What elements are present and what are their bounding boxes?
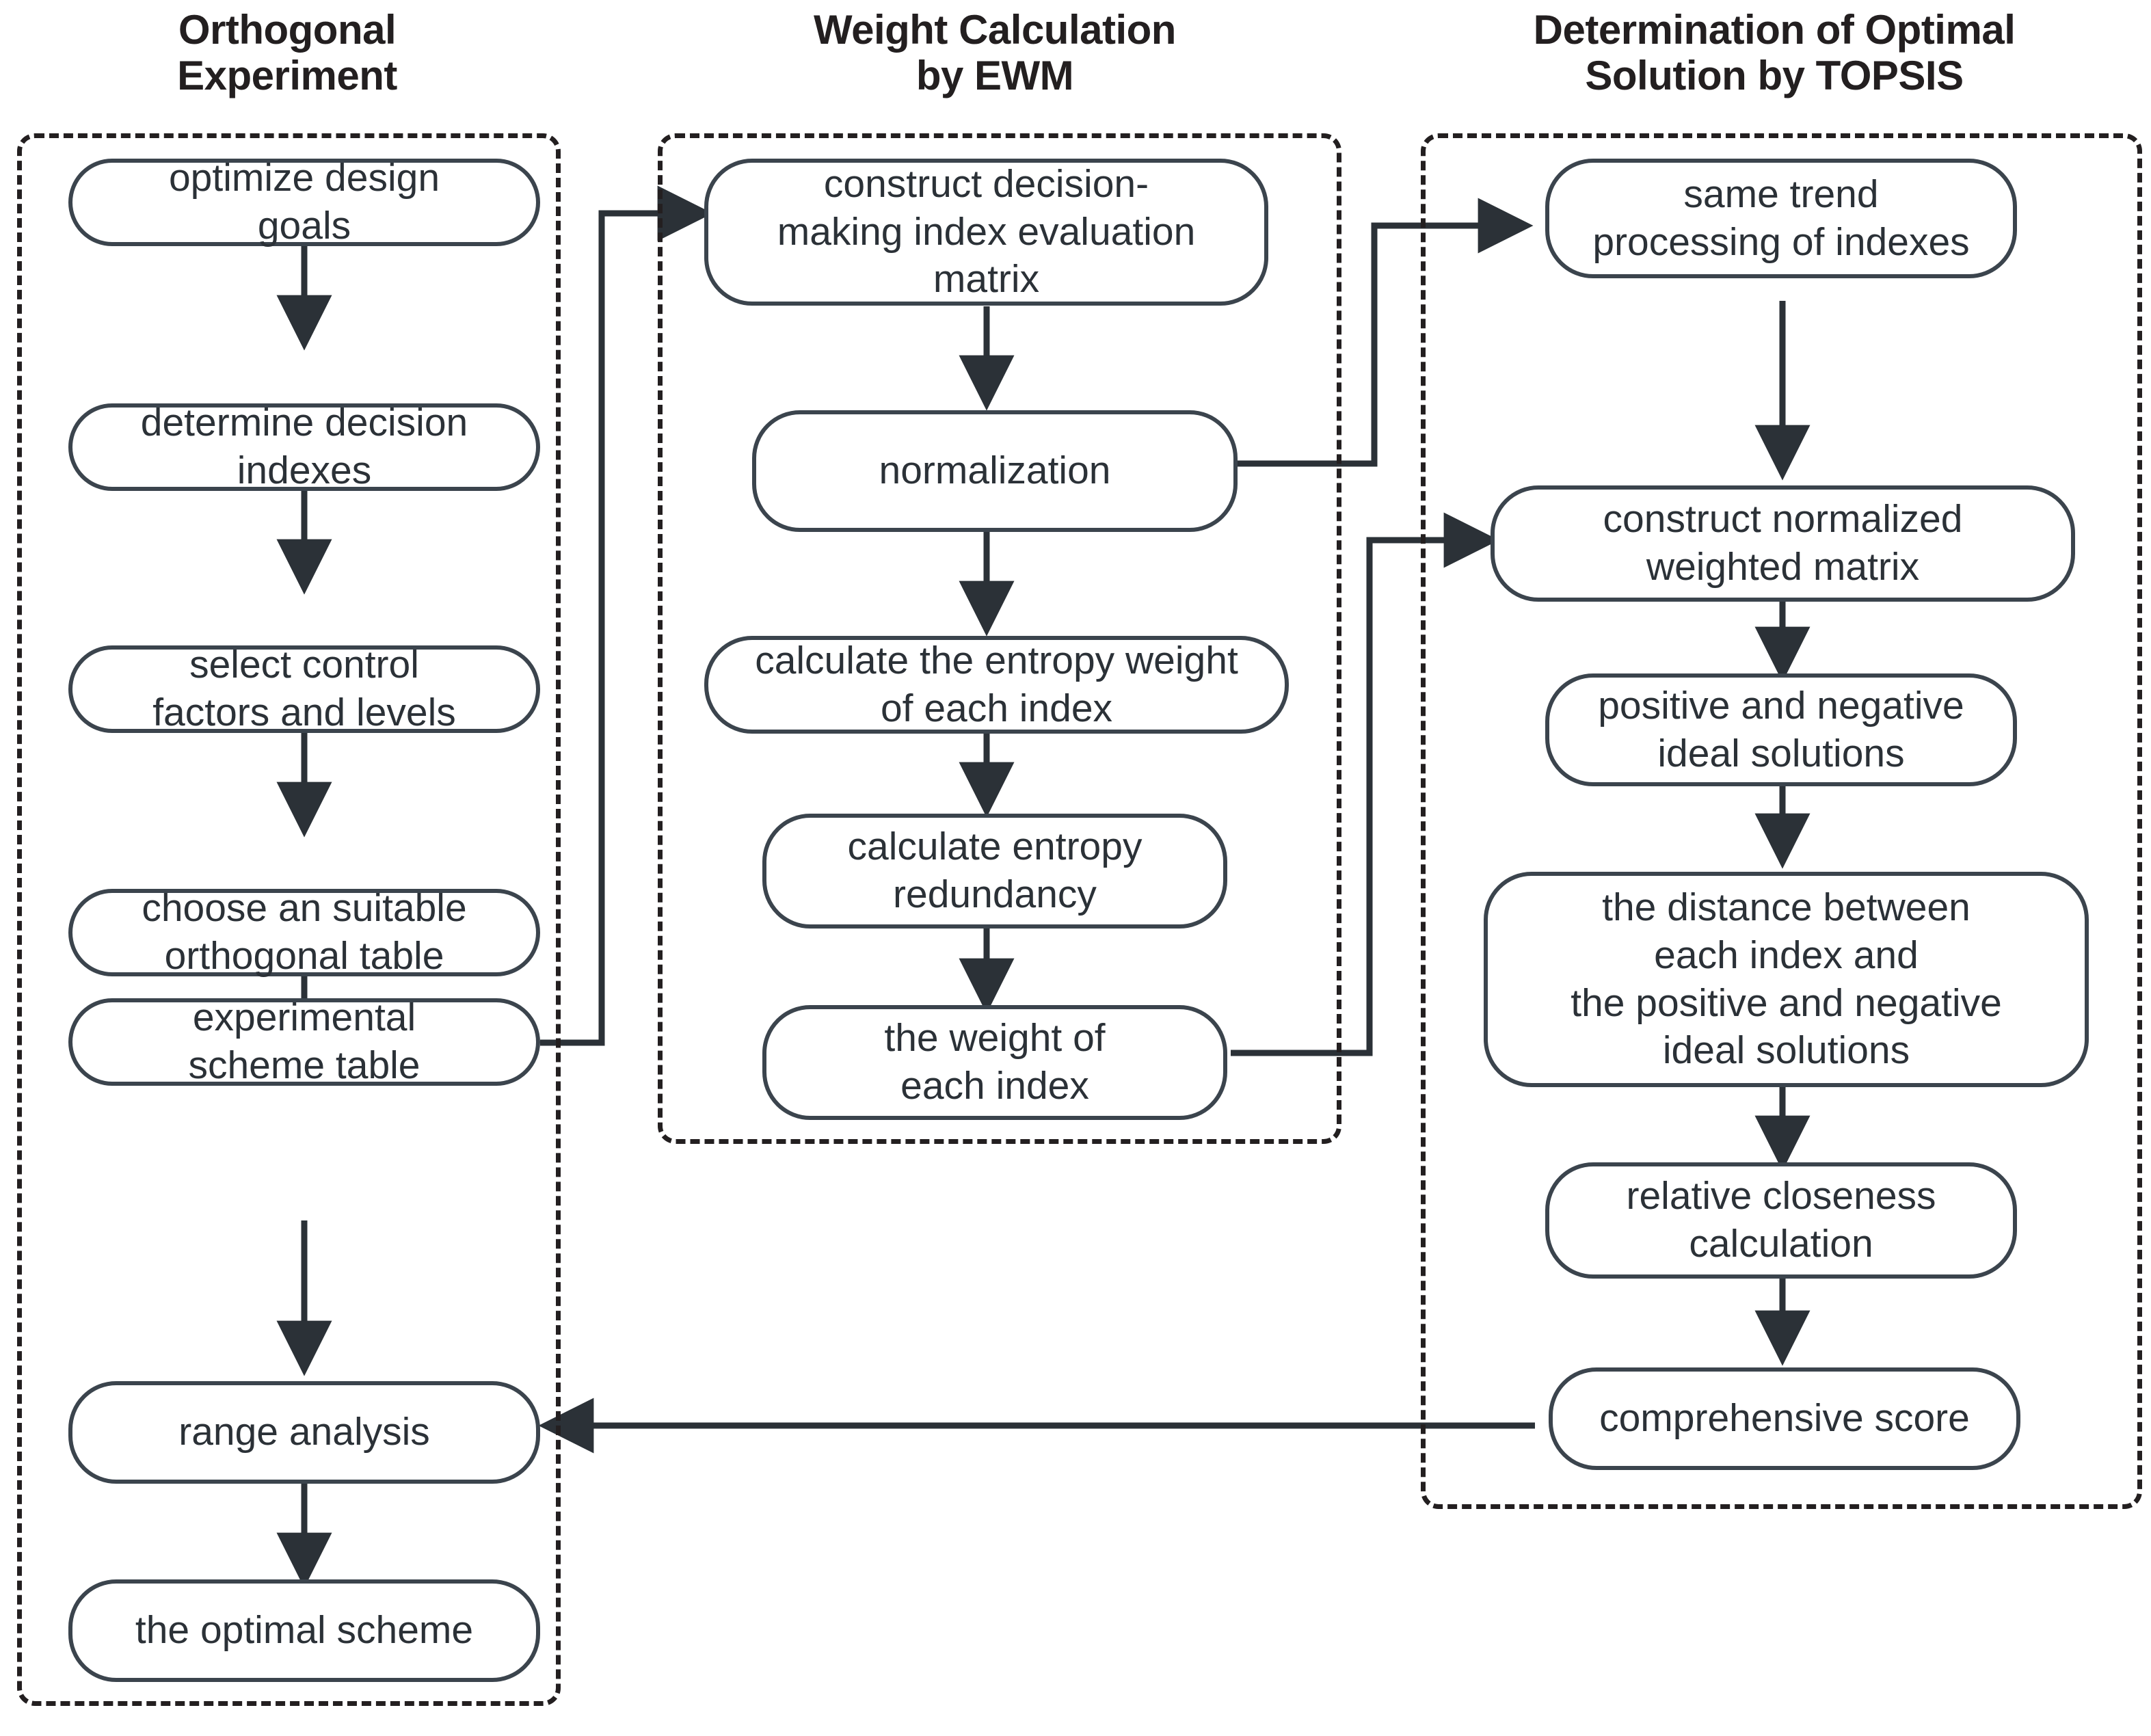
node-ideal-solutions[interactable]: positive and negative ideal solutions — [1545, 673, 2017, 786]
connector-normalization-to-sametrend — [1236, 198, 1534, 467]
node-construct-decision-matrix[interactable]: construct decision- making index evaluat… — [704, 159, 1268, 306]
node-calculate-entropy-redundancy[interactable]: calculate entropy redundancy — [762, 814, 1227, 929]
node-comprehensive-score[interactable]: comprehensive score — [1549, 1367, 2020, 1470]
node-choose-orthogonal-table[interactable]: choose an suitable orthogonal table — [68, 886, 540, 978]
column-title-orthogonal-experiment: Orthogonal Experiment — [177, 7, 397, 99]
node-weight-of-each-index[interactable]: the weight of each index — [762, 1005, 1227, 1120]
group-container-orthogonal-experiment — [17, 133, 561, 1706]
node-relative-closeness[interactable]: relative closeness calculation — [1545, 1162, 2017, 1279]
node-normalization[interactable]: normalization — [752, 410, 1238, 532]
node-the-optimal-scheme[interactable]: the optimal scheme — [68, 1579, 540, 1682]
group-container-weight-calculation — [658, 133, 1341, 1144]
node-determine-decision-indexes[interactable]: determine decision indexes — [68, 401, 540, 492]
connector-weight-to-weightedmatrix — [1231, 512, 1499, 1056]
group-container-determination-topsis — [1421, 133, 2142, 1509]
node-same-trend-processing[interactable]: same trend processing of indexes — [1545, 159, 2017, 278]
node-select-control-factors[interactable]: select control factors and levels — [68, 643, 540, 734]
column-title-weight-calculation: Weight Calculation by EWM — [814, 7, 1176, 99]
node-range-analysis[interactable]: range analysis — [68, 1381, 540, 1484]
node-experimental-scheme-table[interactable]: experimental scheme table — [68, 996, 540, 1087]
node-construct-weighted-matrix[interactable]: construct normalized weighted matrix — [1491, 485, 2075, 602]
connector-experimental-to-matrix — [540, 185, 713, 1046]
node-optimize-design-goals[interactable]: optimize design goals — [68, 156, 540, 248]
node-calculate-entropy-weight[interactable]: calculate the entropy weight of each ind… — [704, 636, 1289, 734]
node-distance-to-ideal[interactable]: the distance between each index and the … — [1484, 872, 2089, 1087]
column-title-determination-topsis: Determination of Optimal Solution by TOP… — [1533, 7, 2016, 99]
